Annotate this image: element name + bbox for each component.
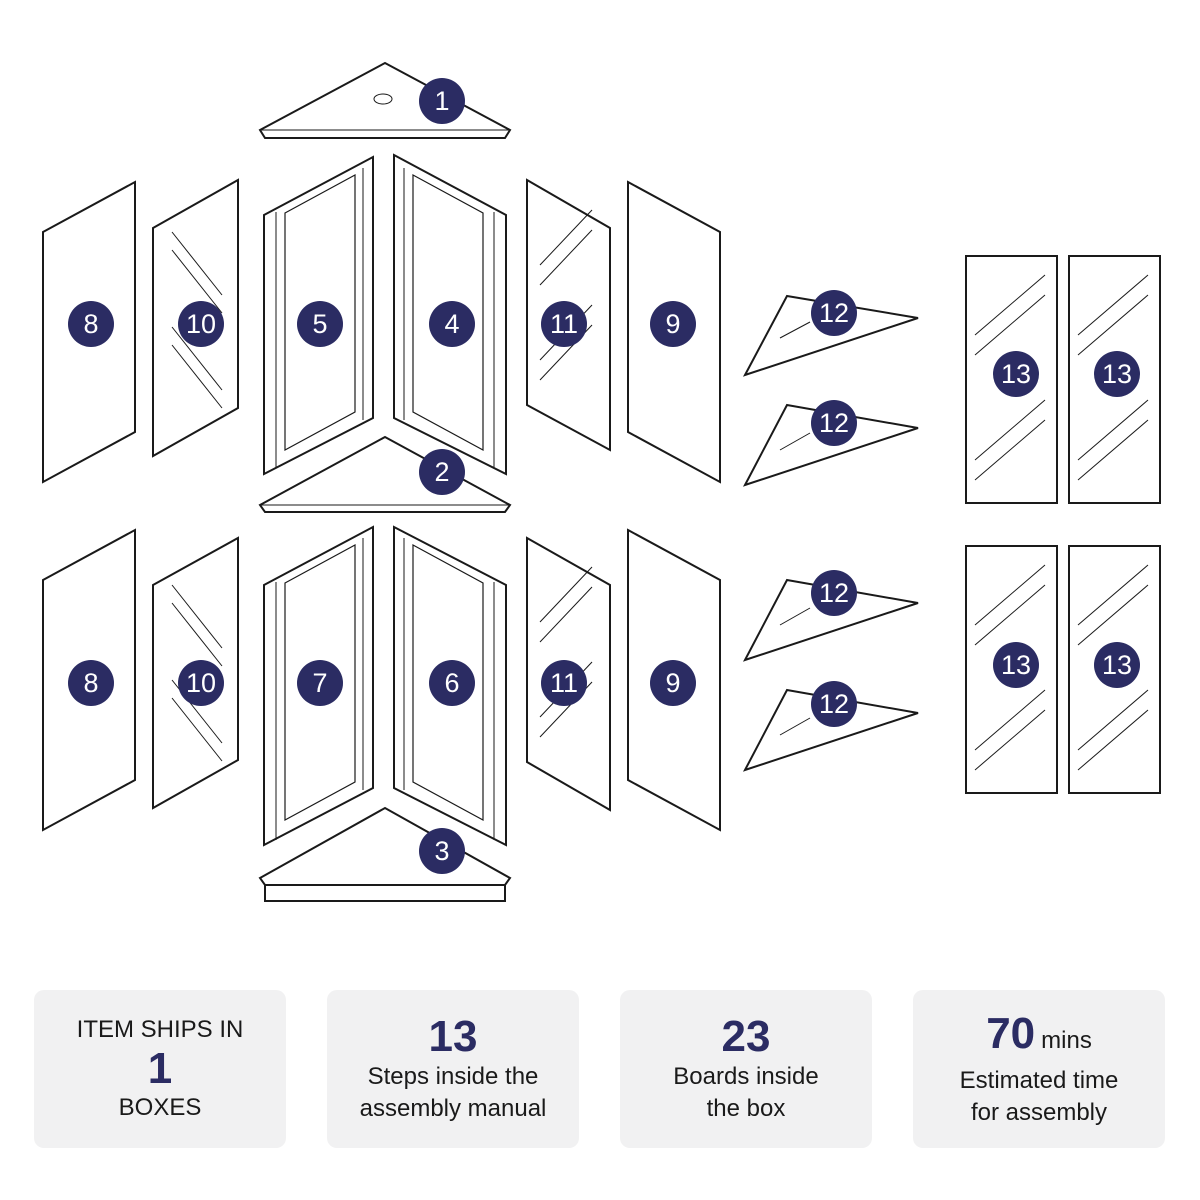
badge-label: 12 bbox=[819, 298, 849, 328]
badge-12-c: 12 bbox=[811, 570, 857, 616]
badge-label: 3 bbox=[434, 836, 449, 866]
badge-8-lower: 8 bbox=[68, 660, 114, 706]
badge-8-upper: 8 bbox=[68, 301, 114, 347]
badge-11-lower: 11 bbox=[541, 660, 587, 706]
badge-label: 12 bbox=[819, 578, 849, 608]
badge-label: 13 bbox=[1001, 650, 1031, 680]
stat-line1: Boards inside bbox=[673, 1063, 819, 1090]
badge-label: 11 bbox=[550, 668, 578, 698]
badge-label: 12 bbox=[819, 689, 849, 719]
stat-value: 1 bbox=[147, 1044, 173, 1093]
badge-9-lower: 9 bbox=[650, 660, 696, 706]
badge-label: 2 bbox=[434, 457, 449, 487]
badge-12-d: 12 bbox=[811, 681, 857, 727]
badge-1: 1 bbox=[419, 78, 465, 124]
badge-7: 7 bbox=[297, 660, 343, 706]
stat-line2: assembly manual bbox=[359, 1095, 547, 1122]
stat-line1: Estimated time bbox=[959, 1066, 1119, 1094]
stat-card-steps: 13 Steps inside the assembly manual bbox=[327, 990, 579, 1148]
badge-2: 2 bbox=[419, 449, 465, 495]
stat-value: 23 bbox=[721, 1012, 771, 1061]
badge-6: 6 bbox=[429, 660, 475, 706]
badge-label: 13 bbox=[1102, 650, 1132, 680]
badge-label: 10 bbox=[186, 309, 216, 339]
badge-13-c: 13 bbox=[993, 642, 1039, 688]
badge-label: 11 bbox=[550, 309, 578, 339]
parts-exploded-diagram: 1 2 3 4 5 6 7 8 8 10 10 11 11 9 9 12 12 … bbox=[42, 61, 1161, 902]
badge-13-a: 13 bbox=[993, 351, 1039, 397]
badge-label: 10 bbox=[186, 668, 216, 698]
stat-line1: BOXES bbox=[118, 1094, 202, 1121]
stat-line2: for assembly bbox=[970, 1098, 1108, 1126]
badge-9-upper: 9 bbox=[650, 301, 696, 347]
badge-label: 8 bbox=[83, 309, 98, 339]
badge-10-upper: 10 bbox=[178, 301, 224, 347]
badge-label: 8 bbox=[83, 668, 98, 698]
badge-label: 12 bbox=[819, 408, 849, 438]
stat-value: 13 bbox=[428, 1012, 478, 1061]
badge-label: 7 bbox=[312, 668, 327, 698]
stat-card-boxes: ITEM SHIPS IN 1 BOXES bbox=[34, 990, 286, 1148]
badge-10-lower: 10 bbox=[178, 660, 224, 706]
badge-label: 9 bbox=[665, 668, 680, 698]
badge-label: 4 bbox=[444, 309, 459, 339]
badge-13-d: 13 bbox=[1094, 642, 1140, 688]
badge-5: 5 bbox=[297, 301, 343, 347]
stat-unit: mins bbox=[1041, 1026, 1092, 1054]
badge-4: 4 bbox=[429, 301, 475, 347]
badge-3: 3 bbox=[419, 828, 465, 874]
badge-12-b: 12 bbox=[811, 400, 857, 446]
stat-line1: Steps inside the bbox=[367, 1063, 539, 1090]
badge-label: 13 bbox=[1102, 359, 1132, 389]
part-4-side-frame-upper bbox=[393, 153, 507, 476]
stat-value: 70 bbox=[986, 1008, 1036, 1058]
stat-line2: the box bbox=[706, 1095, 786, 1122]
part-1-top-board bbox=[258, 61, 512, 139]
stat-card-boards: 23 Boards inside the box bbox=[620, 990, 872, 1148]
badge-label: 9 bbox=[665, 309, 680, 339]
badge-12-a: 12 bbox=[811, 290, 857, 336]
badge-11-upper: 11 bbox=[541, 301, 587, 347]
stat-top-text: ITEM SHIPS IN bbox=[76, 1016, 244, 1043]
badge-label: 1 bbox=[434, 86, 449, 116]
badge-label: 5 bbox=[312, 309, 327, 339]
part-13-glass-door-a bbox=[965, 255, 1058, 504]
badge-label: 13 bbox=[1001, 359, 1031, 389]
badge-label: 6 bbox=[444, 668, 459, 698]
badge-13-b: 13 bbox=[1094, 351, 1140, 397]
